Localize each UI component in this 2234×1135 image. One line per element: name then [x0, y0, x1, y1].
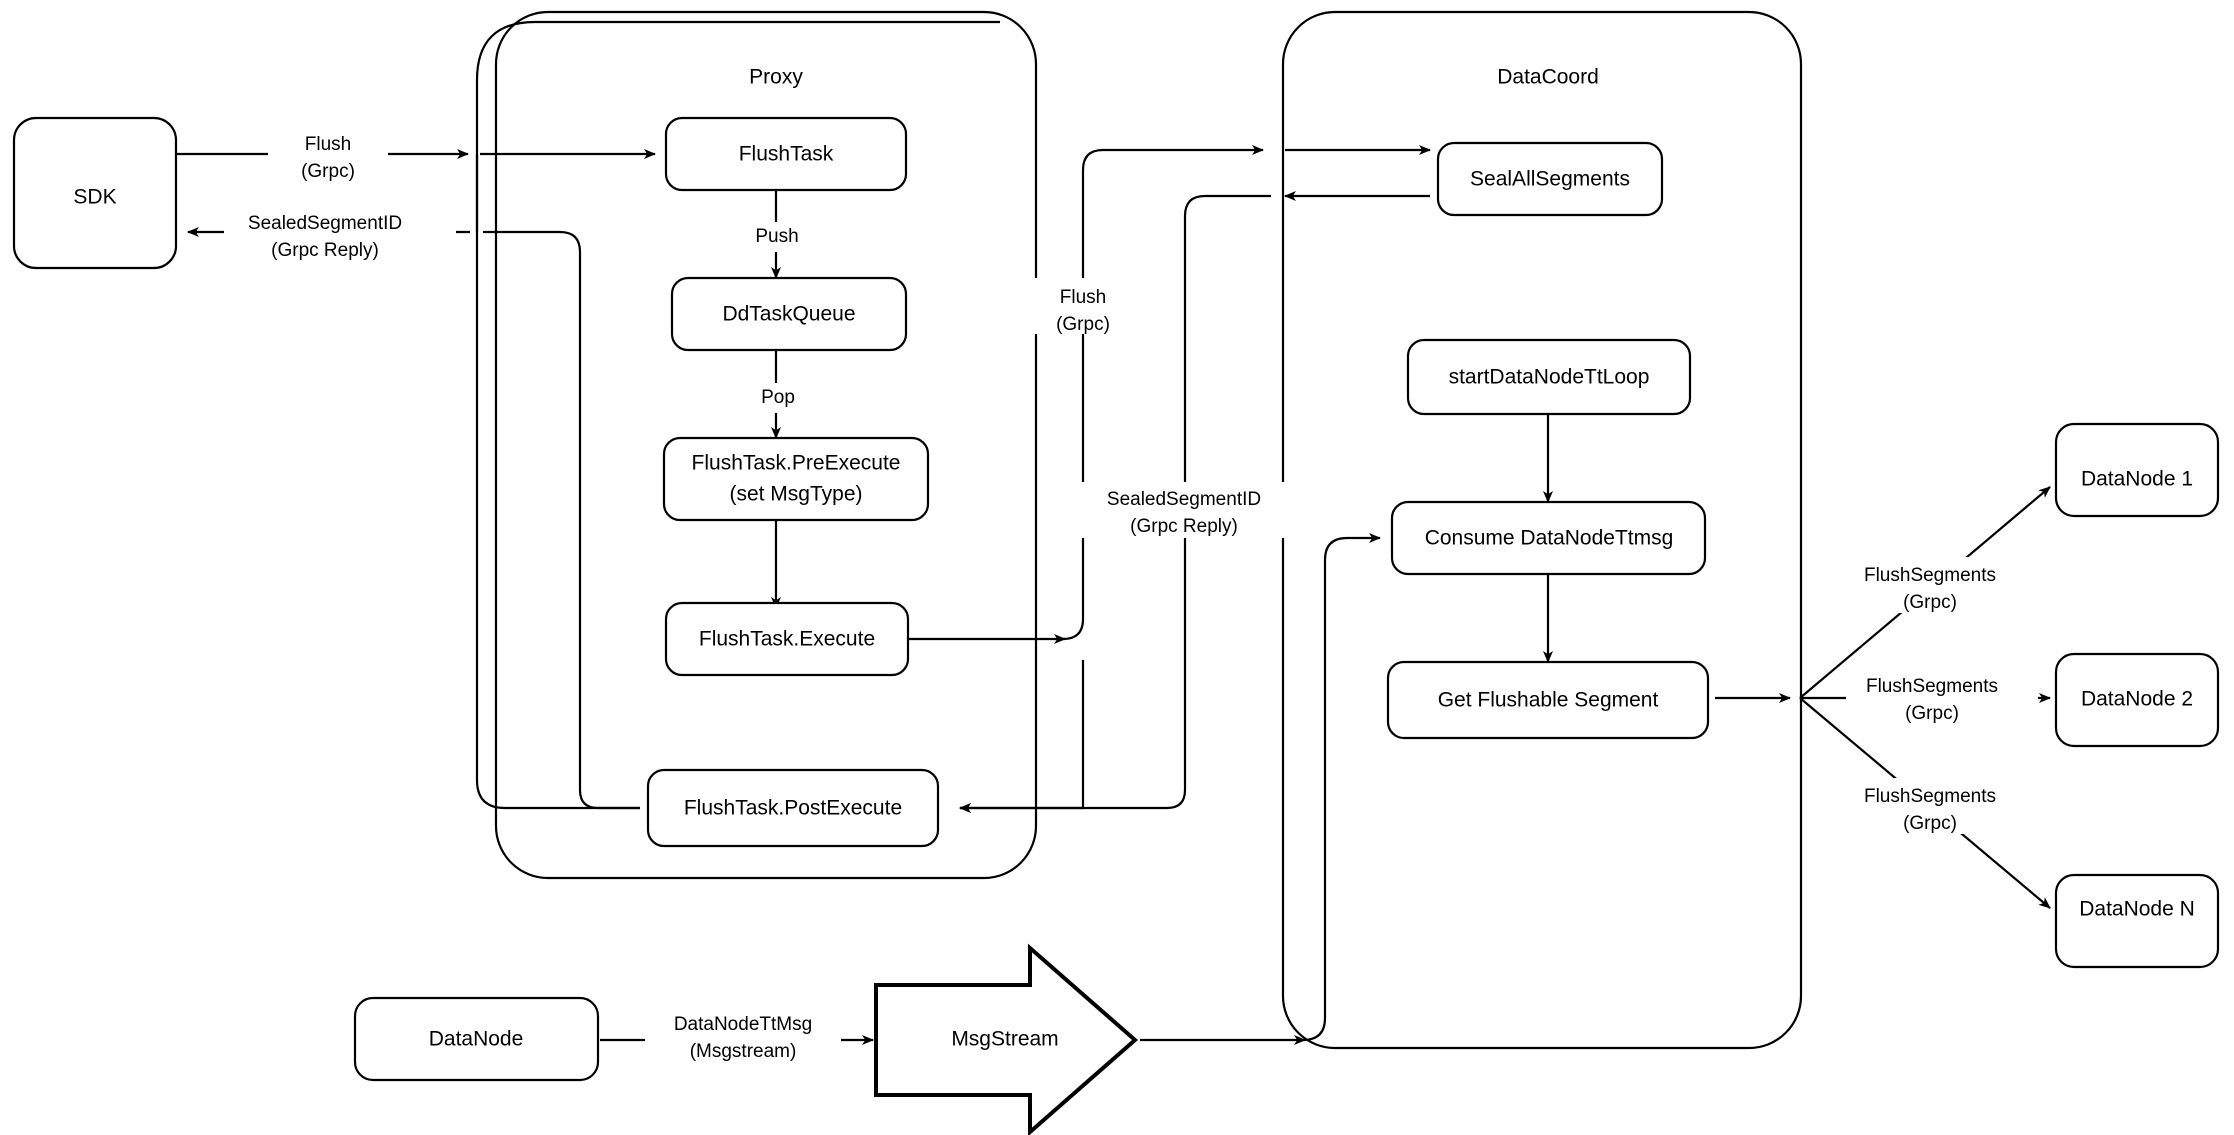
label-pop: Pop	[746, 383, 810, 413]
node-ddtaskqueue[interactable]: DdTaskQueue	[670, 276, 908, 352]
node-execute[interactable]: FlushTask.Execute	[664, 601, 910, 677]
node-consumedatanodettmsg[interactable]: Consume DataNodeTtmsg	[1390, 500, 1707, 576]
label-reply-sealedsegmentid-line2: (Grpc Reply)	[1130, 516, 1238, 537]
node-flushtask[interactable]: FlushTask	[664, 116, 908, 192]
label-flushsegn-line2: (Grpc)	[1903, 813, 1957, 834]
getflushablesegment-box[interactable]	[1386, 660, 1710, 740]
datanode1-box[interactable]	[2054, 422, 2220, 518]
datanode2-box[interactable]	[2054, 652, 2220, 748]
label-flush-datacoord-line1: Flush	[1060, 287, 1106, 308]
flushtask-box[interactable]	[664, 116, 908, 192]
edge-flush-spine-down-to-postexecute	[959, 660, 1085, 813]
label-flushsegments-n: FlushSegments (Grpc)	[1846, 778, 2038, 834]
edge-flush-grpc-to-datacoord	[1062, 145, 1264, 641]
sealallsegments-box[interactable]	[1436, 141, 1664, 217]
label-datanodettmsg-line1: DataNodeTtMsg	[674, 1014, 812, 1035]
getflushablesegment-label: Get Flushable Segment	[1438, 689, 1659, 712]
proxy-container-outline	[494, 10, 1038, 880]
preexecute-box[interactable]	[662, 436, 930, 522]
label-flushseg1-line2: (Grpc)	[1903, 592, 1957, 613]
label-proxy-to-datacoord: Flush (Grpc)	[1023, 278, 1143, 335]
node-sdk[interactable]: SDK	[12, 116, 178, 270]
proxy-container-label: Proxy	[749, 66, 803, 89]
preexecute-label: FlushTask.PreExecute	[692, 452, 901, 475]
postexecute-label: FlushTask.PostExecute	[684, 797, 902, 820]
label-flush-grpc-line1: Flush	[305, 134, 351, 155]
label-pop-text: Pop	[761, 387, 795, 408]
label-reply-sealedsegmentid-line1: SealedSegmentID	[1107, 489, 1261, 510]
node-datanoden[interactable]: DataNode N	[2054, 873, 2220, 969]
datanode-label: DataNode	[429, 1028, 524, 1051]
datanoden-box[interactable]	[2054, 873, 2220, 969]
label-datacoord-to-proxy: SealedSegmentID (Grpc Reply)	[1068, 482, 1300, 538]
msgstream-arrow-shape[interactable]	[874, 943, 1139, 1135]
edge-proxy-left-spine	[475, 20, 1000, 232]
sdk-label: SDK	[73, 186, 116, 209]
label-datanode-ttmsg: DataNodeTtMsg (Msgstream)	[645, 1008, 841, 1064]
node-datanode[interactable]: DataNode	[353, 996, 600, 1082]
consumedatanodettmsg-box[interactable]	[1390, 500, 1707, 576]
execute-label: FlushTask.Execute	[699, 628, 875, 651]
consumedatanodettmsg-label: Consume DataNodeTtmsg	[1425, 527, 1674, 550]
node-msgstream[interactable]: MsgStream	[874, 943, 1139, 1135]
startdatanodettloop-label: startDataNodeTtLoop	[1449, 366, 1650, 389]
label-sealedsegmentid-line2: (Grpc Reply)	[271, 240, 379, 261]
sealallsegments-label: SealAllSegments	[1470, 168, 1630, 191]
sdk-box[interactable]	[12, 116, 178, 270]
preexecute-sublabel: (set MsgType)	[729, 483, 862, 506]
label-flushseg2-line2: (Grpc)	[1905, 703, 1959, 724]
ddtaskqueue-label: DdTaskQueue	[722, 303, 855, 326]
execute-box[interactable]	[664, 601, 910, 677]
edge-postexecute-to-sdk-return	[483, 230, 640, 810]
label-flushsegn-line1: FlushSegments	[1864, 786, 1996, 807]
node-postexecute[interactable]: FlushTask.PostExecute	[646, 768, 940, 848]
msgstream-label: MsgStream	[951, 1028, 1058, 1051]
label-push-text: Push	[755, 226, 798, 247]
edge-postexecute-return-spine	[475, 154, 640, 810]
ddtaskqueue-box[interactable]	[670, 276, 908, 352]
node-preexecute[interactable]: FlushTask.PreExecute (set MsgType)	[662, 436, 930, 522]
datanode1-label: DataNode 1	[2081, 468, 2193, 491]
edge-datacoord-ttmsg-to-consume	[1302, 533, 1381, 1042]
label-flushseg2-line1: FlushSegments	[1866, 676, 1998, 697]
datacoord-container-label: DataCoord	[1497, 66, 1599, 89]
label-flush-grpc-line2: (Grpc)	[301, 161, 355, 182]
label-proxy-to-sdk: SealedSegmentID (Grpc Reply)	[224, 208, 456, 264]
node-datanode2[interactable]: DataNode 2	[2054, 652, 2220, 748]
postexecute-box[interactable]	[646, 768, 940, 848]
flushtask-label: FlushTask	[739, 143, 834, 166]
datanode2-label: DataNode 2	[2081, 688, 2193, 711]
label-push: Push	[740, 222, 814, 252]
node-sealallsegments[interactable]: SealAllSegments	[1436, 141, 1664, 217]
node-startdatanodettloop[interactable]: startDataNodeTtLoop	[1406, 338, 1692, 416]
container-proxy: Proxy	[494, 10, 1038, 880]
datanoden-label: DataNode N	[2079, 898, 2195, 921]
datanode-box[interactable]	[353, 996, 600, 1082]
startdatanodettloop-box[interactable]	[1406, 338, 1692, 416]
label-sdk-to-proxy: Flush (Grpc)	[268, 128, 388, 184]
label-flushseg1-line1: FlushSegments	[1864, 565, 1996, 586]
node-getflushablesegment[interactable]: Get Flushable Segment	[1386, 660, 1710, 740]
node-datanode1[interactable]: DataNode 1	[2054, 422, 2220, 518]
label-sealedsegmentid-line1: SealedSegmentID	[248, 213, 402, 234]
label-flush-datacoord-line2: (Grpc)	[1056, 314, 1110, 335]
label-flushsegments-2: FlushSegments (Grpc)	[1846, 668, 2038, 724]
label-flushsegments-1: FlushSegments (Grpc)	[1846, 557, 2038, 613]
label-datanodettmsg-line2: (Msgstream)	[690, 1041, 797, 1062]
